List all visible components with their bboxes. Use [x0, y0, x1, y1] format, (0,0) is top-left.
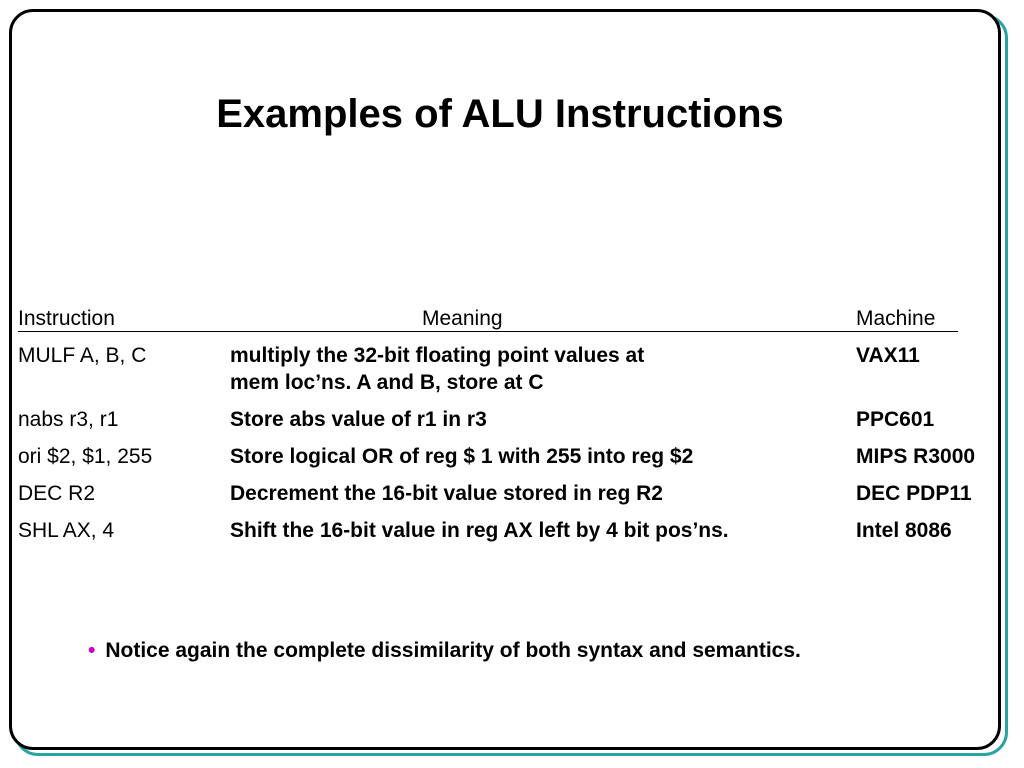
column-header-machine: Machine — [856, 307, 936, 330]
meaning-cell-continuation: mem loc’ns. A and B, store at C — [230, 371, 544, 394]
meaning-cell: multiply the 32-bit floating point value… — [230, 344, 645, 367]
meaning-cell: Store logical OR of reg $ 1 with 255 int… — [230, 445, 694, 468]
machine-cell: MIPS R3000 — [856, 445, 976, 468]
slide-title: Examples of ALU Instructions — [216, 92, 784, 136]
machine-cell: Intel 8086 — [856, 519, 952, 542]
machine-cell: VAX11 — [856, 344, 920, 367]
meaning-cell: Decrement the 16-bit value stored in reg… — [230, 482, 663, 505]
bullet-item: • Notice again the complete dissimilarity… — [88, 637, 801, 664]
column-header-instruction: Instruction — [18, 307, 115, 330]
machine-cell: PPC601 — [856, 408, 935, 431]
column-header-meaning: Meaning — [422, 307, 503, 330]
instruction-cell: DEC R2 — [18, 482, 96, 505]
instruction-cell: SHL AX, 4 — [18, 519, 115, 542]
instruction-cell: ori $2, $1, 255 — [18, 445, 153, 468]
instruction-cell: MULF A, B, C — [18, 344, 147, 367]
header-underline — [18, 331, 958, 332]
meaning-cell: Shift the 16-bit value in reg AX left by… — [230, 519, 729, 542]
bullet-text: Notice again the complete dissimilarity … — [105, 639, 801, 662]
machine-cell: DEC PDP11 — [856, 482, 972, 505]
meaning-cell: Store abs value of r1 in r3 — [230, 408, 487, 431]
instruction-cell: nabs r3, r1 — [18, 408, 119, 431]
bullet-marker: • — [88, 639, 96, 662]
slide-frame — [9, 9, 1001, 750]
